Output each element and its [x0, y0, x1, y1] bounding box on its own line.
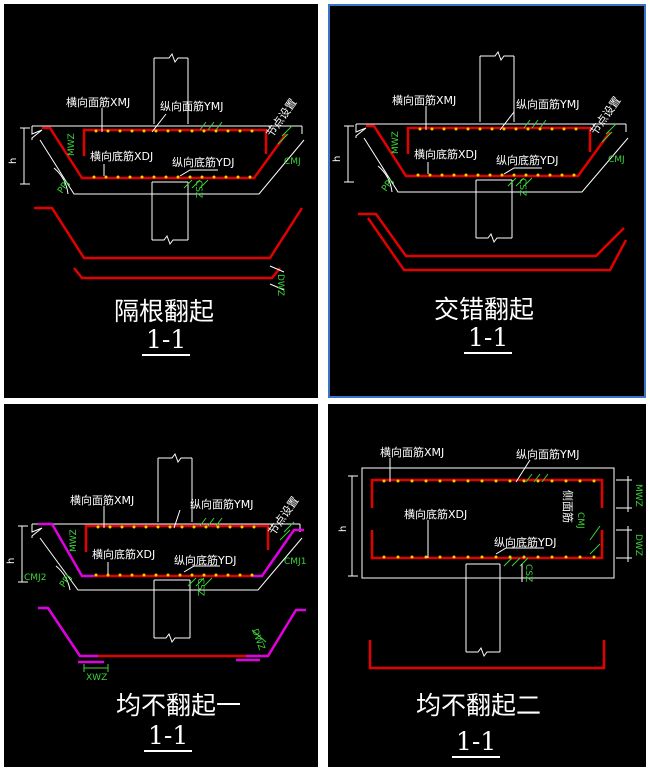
section-drawing-3	[18, 452, 306, 672]
section-label: 1-1	[452, 728, 501, 758]
panel-1[interactable]: 横向面筋XMJ 纵向面筋YMJ 横向底筋XDJ 纵向底筋YDJ 节点设置 MWZ…	[4, 4, 318, 398]
rebar-dots-2	[416, 127, 578, 177]
panel-title: 交错翻起	[434, 295, 535, 324]
panel-3[interactable]: 横向面筋XMJ 纵向面筋YMJ 横向底筋XDJ 纵向底筋YDJ 节点设置 MWZ…	[4, 404, 318, 767]
rebar-dots-3	[94, 525, 256, 577]
section-drawing-2	[344, 50, 629, 272]
section-drawing-1	[20, 52, 305, 291]
section-label: 1-1	[464, 324, 513, 354]
panel-title: 隔根翻起	[114, 297, 215, 326]
panel-2[interactable]: 横向面筋XMJ 纵向面筋YMJ 横向底筋XDJ 纵向底筋YDJ 节点设置 MWZ…	[328, 4, 646, 398]
panel-title: 均不翻起二	[416, 691, 542, 720]
rebar-dots-1	[92, 129, 254, 179]
section-drawing-4	[348, 458, 632, 670]
panel-title: 均不翻起一	[116, 691, 242, 720]
section-label: 1-1	[142, 326, 191, 356]
rebar-dots-4	[382, 479, 596, 559]
panel-4[interactable]: 横向面筋XMJ 纵向面筋YMJ 横向底筋XDJ 纵向底筋YDJ 侧面筋 CMJ …	[328, 404, 646, 767]
section-label: 1-1	[144, 722, 193, 752]
